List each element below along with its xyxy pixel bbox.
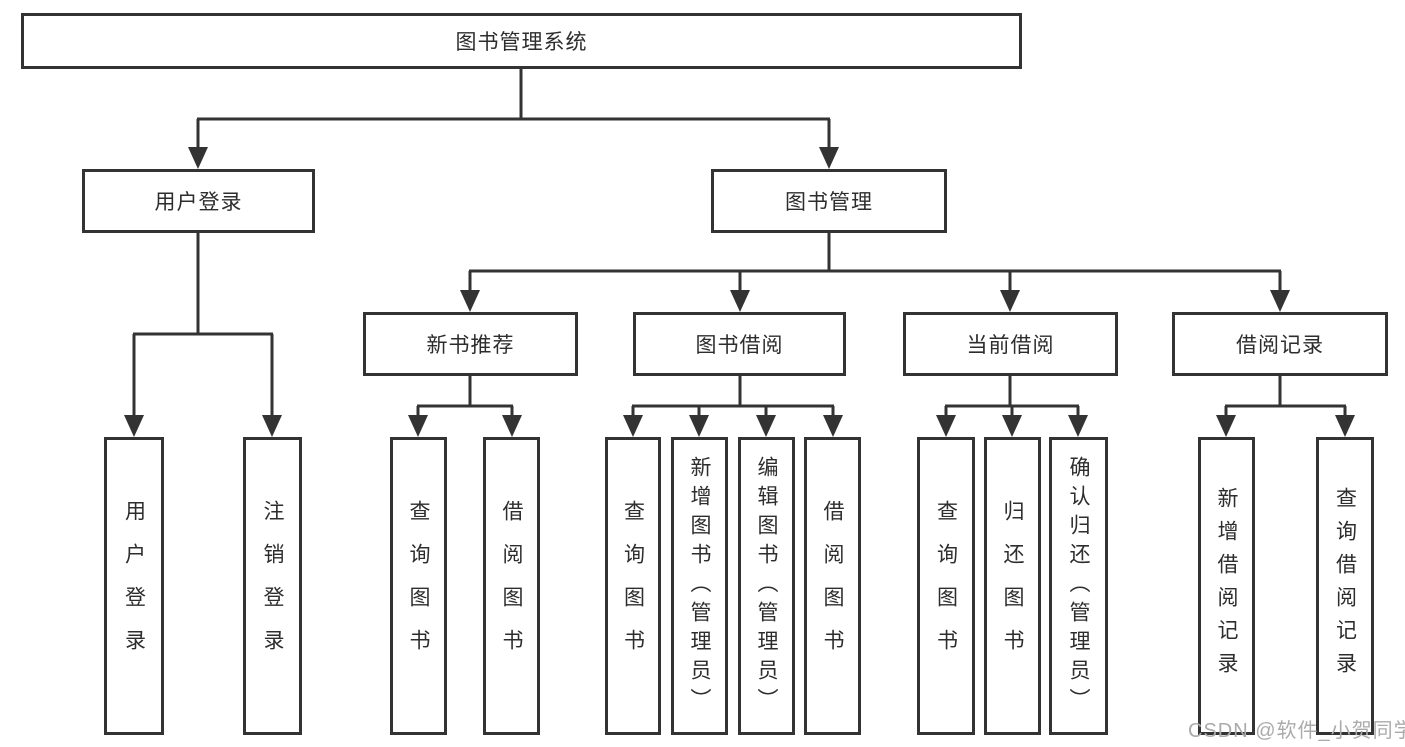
leaf-label: 新增图书（管理员） bbox=[688, 455, 711, 717]
node-library-management-system: 图书管理系统 bbox=[21, 13, 1022, 69]
leaf-query-books-recommend: 查询图书 bbox=[390, 437, 447, 735]
leaf-query-books-current: 查询图书 bbox=[917, 437, 975, 735]
leaf-borrow-books: 借阅图书 bbox=[804, 437, 861, 735]
leaf-edit-books-admin: 编辑图书（管理员） bbox=[738, 437, 795, 735]
leaf-label: 借阅图书 bbox=[500, 500, 523, 672]
leaf-label: 查询图书 bbox=[407, 500, 430, 672]
leaf-label: 查询图书 bbox=[621, 500, 645, 672]
leaf-label: 用户登录 bbox=[122, 500, 146, 672]
leaf-add-borrow-record: 新增借阅记录 bbox=[1198, 437, 1255, 735]
node-current-borrowing: 当前借阅 bbox=[903, 312, 1118, 376]
node-label: 图书管理 bbox=[785, 191, 873, 214]
connector-book-borrowing bbox=[623, 376, 843, 437]
connector-borrow-records bbox=[1216, 376, 1355, 437]
leaf-confirm-return-admin: 确认归还（管理员） bbox=[1049, 437, 1108, 735]
node-label: 当前借阅 bbox=[966, 334, 1055, 357]
node-book-borrowing: 图书借阅 bbox=[633, 312, 846, 376]
leaf-label: 确认归还（管理员） bbox=[1067, 455, 1090, 717]
node-user-login: 用户登录 bbox=[82, 169, 315, 233]
watermark-text: CSDN @软件_小贺同学 bbox=[1188, 720, 1405, 742]
leaf-label: 借阅图书 bbox=[821, 500, 844, 672]
leaf-label: 新增借阅记录 bbox=[1215, 487, 1238, 685]
connector-root bbox=[188, 69, 839, 169]
leaf-query-borrow-record: 查询借阅记录 bbox=[1316, 437, 1374, 735]
node-label: 新书推荐 bbox=[426, 334, 515, 357]
leaf-add-books-admin: 新增图书（管理员） bbox=[671, 437, 728, 735]
connector-book-management bbox=[460, 233, 1290, 312]
leaf-label: 归还图书 bbox=[1001, 500, 1024, 672]
node-label: 图书管理系统 bbox=[455, 31, 588, 54]
leaf-query-books-borrowing: 查询图书 bbox=[605, 437, 661, 735]
node-label: 借阅记录 bbox=[1236, 334, 1324, 357]
leaf-borrow-books-recommend: 借阅图书 bbox=[483, 437, 540, 735]
connector-current-borrowing bbox=[936, 376, 1088, 437]
leaf-label: 编辑图书（管理员） bbox=[755, 455, 778, 717]
connector-user-login bbox=[124, 233, 282, 437]
node-book-management: 图书管理 bbox=[711, 169, 947, 233]
leaf-label: 注销登录 bbox=[261, 500, 284, 672]
leaf-logout: 注销登录 bbox=[243, 437, 302, 735]
connector-new-book-recommend bbox=[408, 376, 522, 437]
node-borrow-records: 借阅记录 bbox=[1172, 312, 1388, 376]
leaf-label: 查询借阅记录 bbox=[1333, 487, 1357, 685]
leaf-label: 查询图书 bbox=[934, 500, 958, 672]
leaf-return-books: 归还图书 bbox=[984, 437, 1041, 735]
node-label: 图书借阅 bbox=[695, 334, 784, 357]
node-new-book-recommend: 新书推荐 bbox=[363, 312, 578, 376]
node-label: 用户登录 bbox=[154, 191, 243, 214]
leaf-user-login: 用户登录 bbox=[104, 437, 164, 735]
